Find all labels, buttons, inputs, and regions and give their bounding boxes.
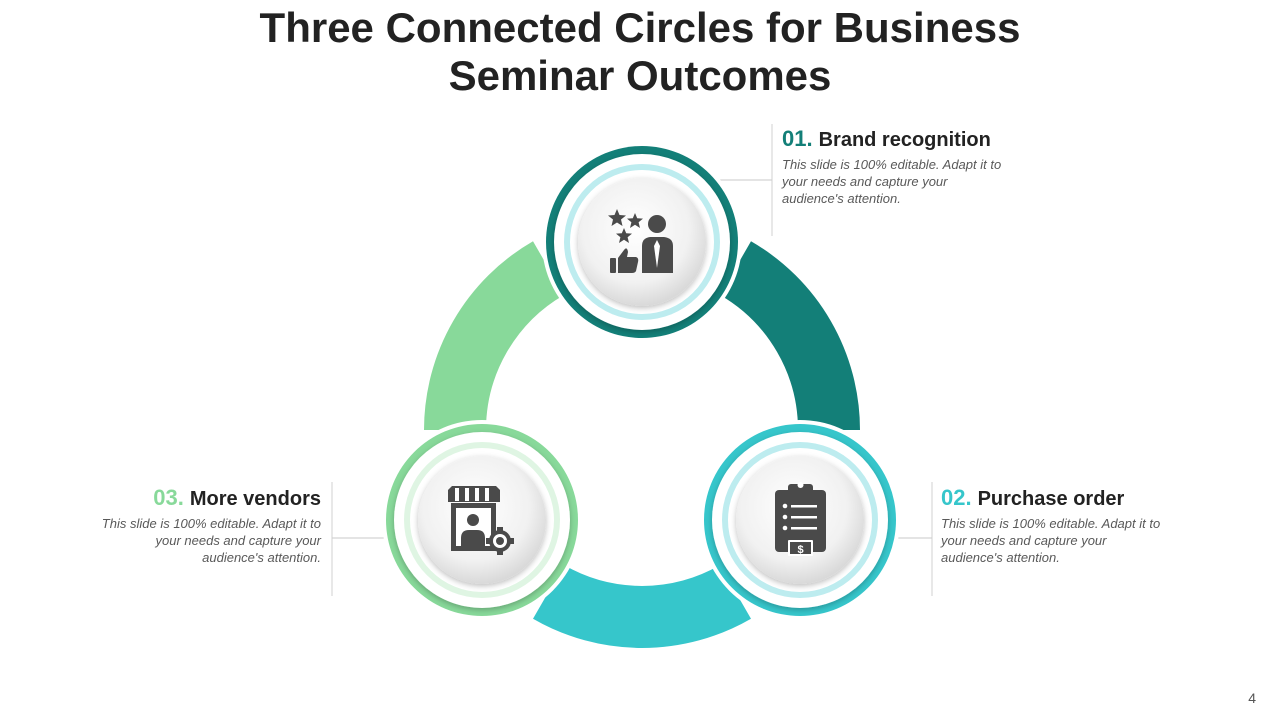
vendor-store-icon bbox=[448, 486, 514, 555]
node-purchase-order: $ bbox=[700, 420, 900, 620]
item-heading: 03.More vendors bbox=[100, 485, 321, 511]
item-number: 01. bbox=[782, 126, 813, 151]
node-brand-recognition bbox=[542, 142, 742, 342]
item-heading: 01.Brand recognition bbox=[782, 126, 1012, 152]
node-more-vendors bbox=[382, 420, 582, 620]
item-more-vendors: 03.More vendors This slide is 100% edita… bbox=[100, 485, 321, 566]
title-line-1: Three Connected Circles for Business bbox=[259, 4, 1021, 51]
item-number: 02. bbox=[941, 485, 972, 510]
item-title: Purchase order bbox=[977, 488, 1125, 510]
title-line-2: Seminar Outcomes bbox=[448, 52, 832, 99]
item-purchase-order: 02.Purchase order This slide is 100% edi… bbox=[941, 485, 1171, 566]
ring-arc-purchase-to-vendors bbox=[533, 564, 751, 648]
brand-recognition-icon bbox=[608, 209, 673, 273]
item-description: This slide is 100% editable. Adapt it to… bbox=[782, 157, 1002, 206]
item-title: Brand recognition bbox=[818, 129, 991, 151]
item-description: This slide is 100% editable. Adapt it to… bbox=[101, 516, 321, 565]
item-description: This slide is 100% editable. Adapt it to… bbox=[941, 516, 1161, 565]
slide-title: Three Connected Circles for Business Sem… bbox=[0, 4, 1280, 100]
item-heading: 02.Purchase order bbox=[941, 485, 1171, 511]
clipboard-dollar-icon: $ bbox=[775, 482, 826, 556]
item-brand-recognition: 01.Brand recognition This slide is 100% … bbox=[782, 126, 1012, 207]
page-number: 4 bbox=[1248, 690, 1256, 706]
svg-text:$: $ bbox=[797, 544, 803, 556]
ring-arc-brand-to-purchase bbox=[719, 241, 860, 431]
item-title: More vendors bbox=[189, 488, 321, 510]
ring-arc-vendors-to-brand bbox=[424, 241, 565, 431]
item-number: 03. bbox=[153, 485, 184, 510]
